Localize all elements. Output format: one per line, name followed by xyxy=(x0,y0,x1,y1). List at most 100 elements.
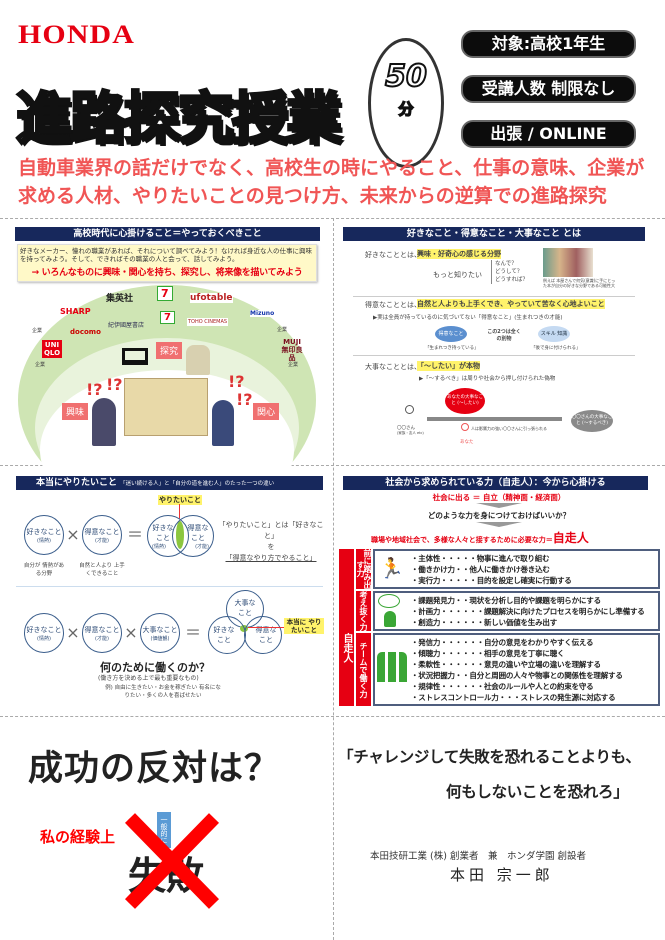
times-sign: × xyxy=(124,623,138,642)
skill-item: ・課題発見力・・現状を分析し目的や課題を明らかにする xyxy=(411,596,601,605)
important-circle: 大事なこと(価値観) xyxy=(140,613,180,653)
general-label: 一般的に xyxy=(157,812,171,848)
thought-bubble-icon xyxy=(378,594,400,608)
like-note: 自分が 情熱がある分野 xyxy=(23,563,65,577)
good-circle: 得意なこと(才能) xyxy=(82,613,122,653)
equals-sign: ＝ xyxy=(127,525,144,544)
format-pill: 出張 / ONLINE xyxy=(461,120,636,148)
logo-kinokuniya: 紀伊國屋書店 xyxy=(108,322,145,329)
examples: 例) 自由に生きたい・お金を稼ぎたい 有名になりたい・多くの人を喜ばせたい xyxy=(105,685,221,699)
skill-item: ・発信力・・・・・・自分の意見をわかりやすく伝える xyxy=(411,638,594,647)
divider xyxy=(16,586,323,587)
group-label: 前に踏み出す力 xyxy=(356,549,372,589)
group-teamwork: ・発信力・・・・・・自分の意見をわかりやすく伝える ・傾聴力・・・・・・相手の意… xyxy=(373,633,660,706)
skill-item: ・計画力・・・・・・課題解決に向けたプロセスを明らかにし準備する xyxy=(411,607,645,616)
logo-uniqlo: UNI QLO xyxy=(42,340,62,358)
good-circle: 得意なこと(才能) xyxy=(82,515,122,555)
good-highlight: 自然と人よりも上手くでき、やっていて苦なく心地よいこと xyxy=(417,299,605,309)
important-note: ▶「～するべき」は周りや社会から押し付けられた偽物 xyxy=(419,376,556,382)
divider xyxy=(333,218,334,940)
group-initiative: ・主体性・・・・・物事に進んで取り組む ・働きかけ力・・他人に働きかけ巻き込む … xyxy=(373,549,660,589)
talent-note: 「生まれつき持っている」 xyxy=(425,346,479,351)
question-mark: !? xyxy=(86,380,103,399)
like-circle: 好きなこと(情熱) xyxy=(24,613,64,653)
logo-7-eleven-2: 7 xyxy=(160,311,175,324)
signature: 本田 宗一郎 xyxy=(450,866,554,884)
opposite-of-success-question: 成功の反対は？ xyxy=(28,749,281,789)
duration-number: 50 xyxy=(384,58,428,95)
question-line: どのような力を身につけておけばいいか？ xyxy=(427,511,571,520)
true-want-label: 本当に やりたいこと xyxy=(284,618,324,634)
down-arrow xyxy=(476,522,522,527)
like-label: 好きなこととは、 xyxy=(365,251,421,259)
skill-item: ・状況把握力・・自分と周囲の人々や物事との関係性を理解する xyxy=(411,671,623,680)
definition-line: を xyxy=(267,543,275,551)
venn-good-circle: 得意なこと(才能) xyxy=(172,515,214,557)
logo-toho: TOHO CINEMAS xyxy=(187,318,229,326)
skill-item: ・創造力・・・・・・新しい価値を生み出す xyxy=(411,618,557,627)
company-label: 企業 xyxy=(32,328,43,334)
target-pill: 対象:高校1年生 xyxy=(461,30,636,58)
divider xyxy=(353,296,635,297)
pointer-line xyxy=(179,504,180,522)
quote-line-2: 何もしないことを恐れろ」 xyxy=(446,783,629,801)
times-sign: × xyxy=(66,525,80,544)
talent-bubble: 得意なこと xyxy=(435,326,467,342)
heading-main: 本当にやりたいこと xyxy=(36,478,118,488)
skill-item: ・実行力・・・・・目的を設定し確実に行動する xyxy=(411,576,572,585)
good-note: ▶実は全員が持っているのに気づいてない「得意なこと」(生まれつきの才能) xyxy=(373,315,563,321)
like-highlight: 興味・好奇心の感じる分野 xyxy=(417,249,501,259)
skill-item: ・傾聴力・・・・・・相手の意見を丁寧に聴く xyxy=(411,649,565,658)
question-mark: !? xyxy=(228,372,245,391)
tag-inquiry: 探究 xyxy=(156,342,183,359)
want-more: もっと知りたい xyxy=(433,271,482,279)
lead-text: 自動車業界の話だけでなく、高校生の時にやること、仕事の意味、企業が求める人材、や… xyxy=(18,157,645,207)
thinking-person-icon xyxy=(384,611,396,627)
company-label: 企業 xyxy=(288,362,299,368)
other-value-bubble: 〇〇さんの大事なこと (〜するべき) xyxy=(571,410,613,432)
other-person-label: 〇〇さん xyxy=(397,426,415,431)
logo-7-eleven: 7 xyxy=(157,286,173,301)
team-icon xyxy=(377,652,407,682)
skill-item: ・規律性・・・・・・社会のルールや人との約束を守る xyxy=(411,682,594,691)
question-item: どうすれば？ xyxy=(495,277,529,283)
required-power-text: 職場や地域社会で、多様な人々と接するために必要な力＝ xyxy=(371,536,553,544)
venn-good-circle: 得意なこと xyxy=(244,616,282,654)
tag-concern: 関心 xyxy=(253,403,280,420)
laptop-search-icon xyxy=(122,348,148,365)
important-label: 大事なこととは、 xyxy=(365,363,421,371)
like-circle: 好きなこと(情熱) xyxy=(24,515,64,555)
quote-line-1: 「チャレンジして失敗を恐れることよりも、 xyxy=(338,748,641,766)
school-building-illustration xyxy=(124,378,208,436)
influence-text: 人は影響力の強い〇〇さんに引っ張られる xyxy=(471,426,547,431)
question-mark: !? xyxy=(236,390,253,409)
honda-logo: HONDA xyxy=(18,20,136,49)
panel-definitions: 好きなこと・得意なこと・大事なこと とは 好きなこととは、 興味・好奇心の感じる… xyxy=(333,220,665,465)
skill-item: ・主体性・・・・・物事に進んで取り組む xyxy=(411,554,550,563)
running-person-icon: 🏃 xyxy=(379,556,404,580)
arrow-text: → いろんなものに興味・関心を持ち、探究し、将来像を描いてみよう xyxy=(31,268,303,278)
attribution: 本田技研工業 (株) 創業者 兼 ホンダ学園 創設者 xyxy=(370,851,586,862)
company-label: 企業 xyxy=(35,362,46,368)
logo-sharp: SHARP xyxy=(60,307,91,316)
page-title: 進路探究授業 xyxy=(15,86,344,154)
divider xyxy=(0,716,665,717)
why-work-sub: (働き方を決める上で最も重要なもの) xyxy=(98,675,199,682)
definition-line: 「得意なやり方でやること」 xyxy=(225,554,317,562)
panel-heading: 高校時代に心掛けること＝やっておくべきこと xyxy=(15,227,320,241)
logo-shueisha: 集英社 xyxy=(106,294,134,304)
company-label: 企業 xyxy=(277,327,288,333)
self-driven-word: 自走人 xyxy=(552,531,589,545)
skill-note: 「後で身に付けられる」 xyxy=(531,346,581,351)
question-mark: !? xyxy=(106,375,123,394)
bookstore-photo xyxy=(543,248,593,277)
panel-heading: 好きなこと・得意なこと・大事なこと とは xyxy=(343,227,645,241)
intro-box: 好きなメーカー、憧れの職業があれば、それについて調べてみよう！なければ身近な人の… xyxy=(17,244,317,282)
duration-badge: 50 分 xyxy=(368,38,444,168)
intro-text: 好きなメーカー、憧れの職業があれば、それについて調べてみよう！なければ身近な人の… xyxy=(20,247,312,263)
group-label: 考え抜く力 xyxy=(356,591,371,631)
self-driven-side-label: 自走人 xyxy=(339,549,354,706)
panel-highschool: 高校時代に心掛けること＝やっておくべきこと 好きなメーカー、憧れの職業があれば、… xyxy=(0,220,333,530)
pointer-line xyxy=(248,627,284,628)
boy-student-illustration xyxy=(92,398,116,446)
